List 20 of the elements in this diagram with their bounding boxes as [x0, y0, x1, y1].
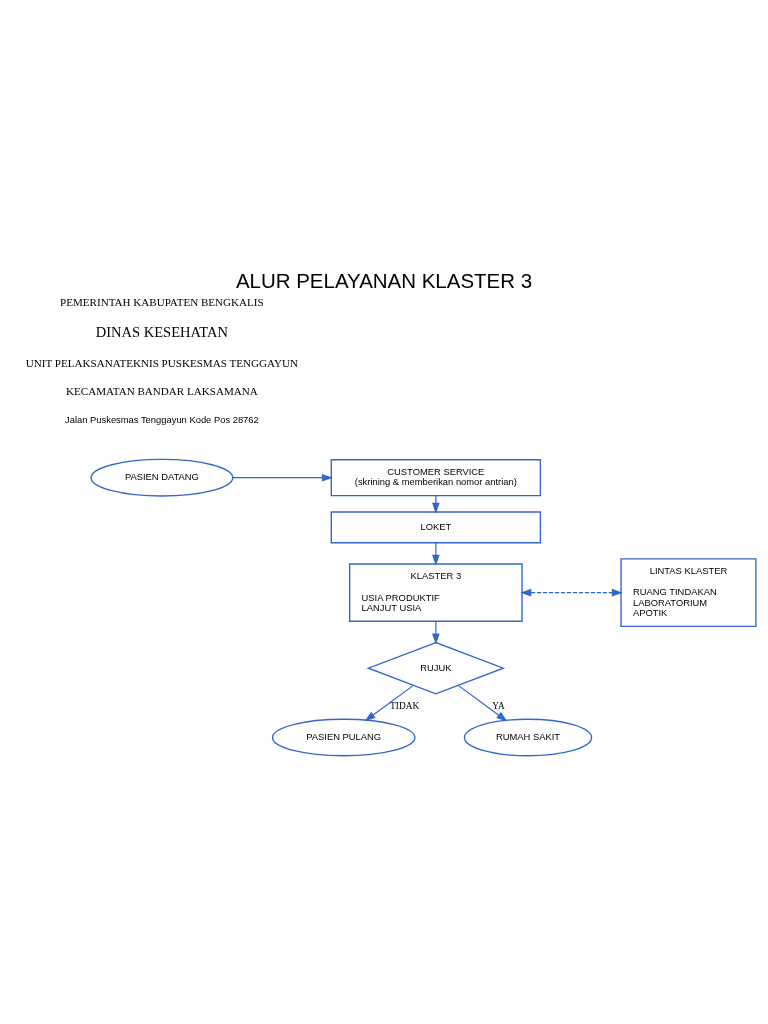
edge-label: TIDAK — [390, 700, 420, 711]
arrow — [457, 684, 508, 722]
diagram-title: ALUR PELAYANAN KLASTER 3 — [235, 269, 533, 293]
label: KECAMATAN BANDAR LAKSAMANA — [66, 385, 258, 398]
node-box: LINTAS KLASTER RUANG TINDAKAN LABORATORIUM APOTIK — [620, 558, 757, 628]
label: UNIT PELAKSANATEKNIS PUSKESMAS TENGGAYUN — [25, 356, 298, 369]
node-ellipse: PASIEN DATANG — [90, 458, 234, 497]
node-ellipse: RUMAH SAKIT — [463, 718, 593, 757]
node-box: LOKET — [330, 511, 542, 544]
node-diamond: RUJUK — [366, 641, 506, 695]
arrow — [231, 473, 333, 482]
label: Jalan Puskesmas Tenggayun Kode Pos 28762 — [65, 414, 259, 425]
arrow — [364, 684, 415, 722]
node-box: KLASTER 3 USIA PRODUKTIF LANJUT USIA — [348, 563, 523, 622]
edge-label: YA — [492, 700, 505, 711]
label: DINAS KESEHATAN — [95, 324, 228, 341]
node-ellipse: PASIEN PULANG — [271, 718, 416, 757]
arrow — [520, 588, 623, 597]
label: PEMERINTAH KABUPATEN BENGKALIS — [60, 296, 264, 309]
node-box: CUSTOMER SERVICE (skrining & memberikan nomor antrian) — [330, 459, 542, 497]
